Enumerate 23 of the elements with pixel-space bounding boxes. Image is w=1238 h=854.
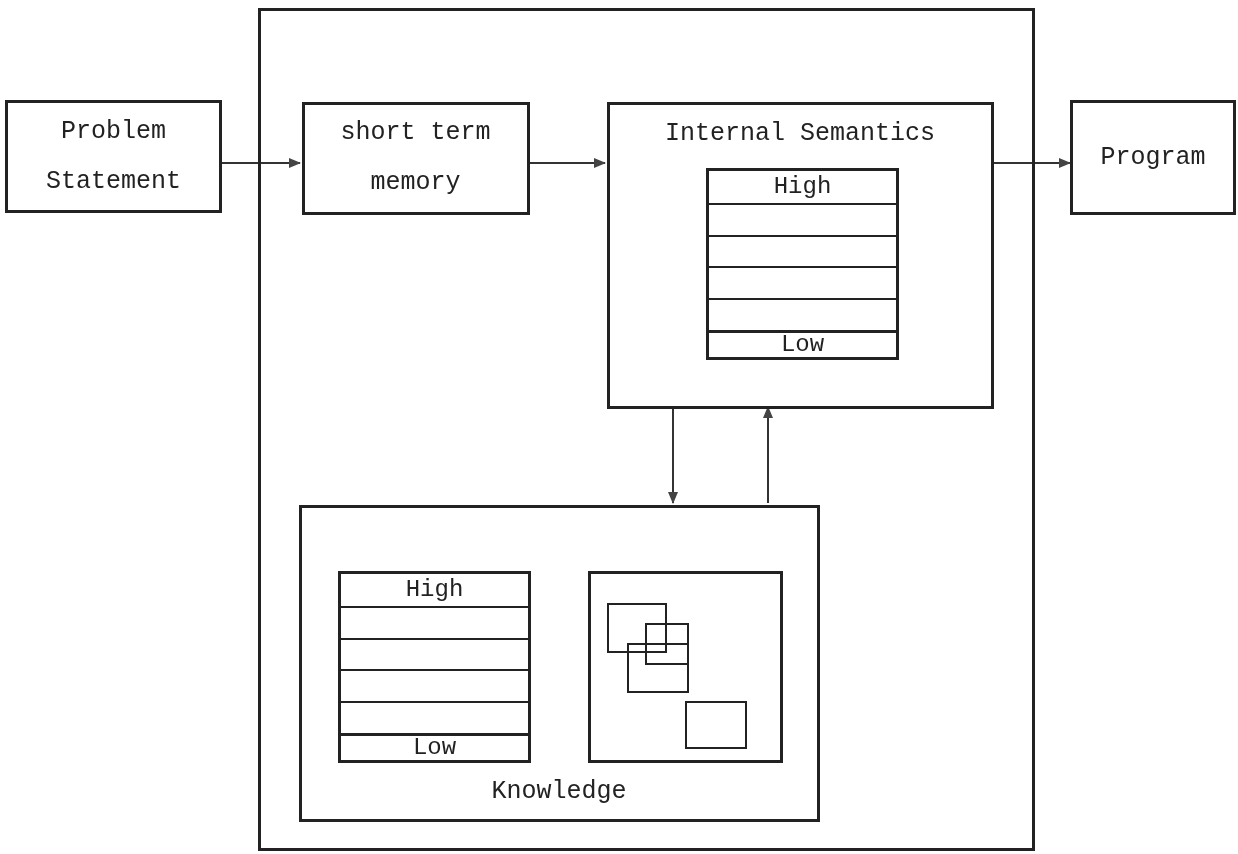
stack-label: Low	[341, 733, 528, 760]
arrow	[763, 406, 773, 504]
process-box	[1070, 100, 1236, 215]
stack-label: High	[772, 171, 833, 202]
arrow	[991, 158, 1071, 168]
frame-box	[588, 571, 783, 763]
outer-frame	[258, 8, 1035, 851]
box-label: Problem Statement	[45, 115, 182, 198]
process-box	[5, 100, 222, 213]
box-label: Program	[1100, 141, 1206, 174]
memory-stack	[706, 168, 899, 360]
box-label: Internal Semantics	[664, 117, 935, 150]
stack-label: High	[404, 574, 465, 605]
arrow	[527, 158, 606, 168]
stack-label: Low	[709, 330, 896, 357]
box-label: short term memory	[339, 117, 492, 199]
memory-stack	[338, 571, 531, 763]
box-label: Knowledge	[491, 775, 627, 808]
container-box	[298, 504, 820, 822]
container-box	[606, 101, 994, 409]
arrow	[221, 158, 301, 168]
arrow	[668, 406, 678, 504]
process-box	[301, 101, 530, 215]
